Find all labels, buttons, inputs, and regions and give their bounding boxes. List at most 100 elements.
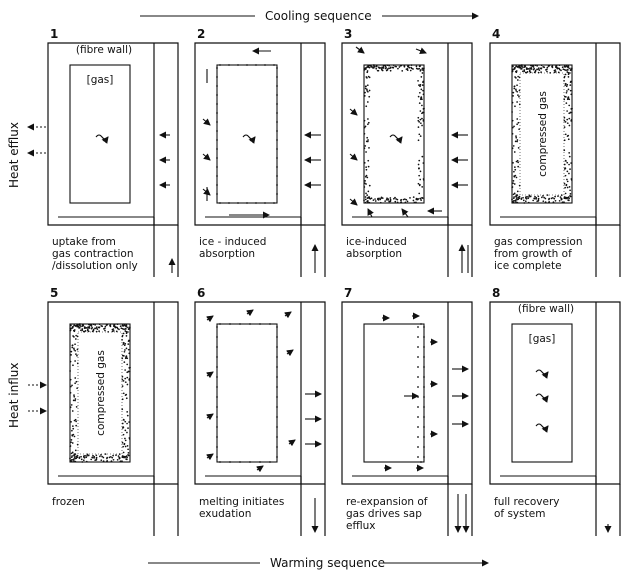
ice-dot — [567, 97, 569, 100]
ice-dot — [515, 197, 518, 199]
ice-dot — [69, 360, 72, 363]
ice-dots — [216, 323, 278, 463]
ice-dot — [95, 458, 98, 460]
gas-flow-squiggle — [535, 369, 549, 379]
ice-dot — [567, 73, 570, 76]
caption-line: absorption — [346, 248, 402, 260]
ice-dot — [73, 324, 76, 327]
ice-dot — [516, 190, 519, 193]
ice-dot — [514, 140, 517, 143]
ice-dot — [90, 458, 93, 461]
ice-dot — [528, 69, 531, 71]
ice-dot — [514, 105, 516, 108]
ice-dot — [216, 148, 218, 150]
ice-dot — [367, 201, 369, 204]
ice-dot — [560, 69, 562, 72]
ice-dot — [546, 194, 549, 196]
ice-dot — [514, 70, 517, 73]
ice-dot — [80, 325, 82, 328]
ice-dot — [89, 324, 92, 327]
caption-line: of system — [494, 508, 545, 520]
warming-sequence-label: Warming sequence — [270, 556, 385, 570]
ice-dot — [264, 202, 266, 204]
ice-dot — [123, 344, 126, 347]
fibre-wall-outline — [341, 301, 473, 485]
ice-dot — [127, 448, 129, 451]
ice-dot — [415, 201, 417, 204]
ice-dot — [365, 105, 368, 108]
panel-number: 5 — [50, 286, 58, 300]
ice-dot — [219, 323, 221, 325]
ice-dot — [95, 326, 98, 328]
ice-dot — [364, 87, 367, 90]
ice-dot — [422, 69, 424, 72]
ice-dot — [69, 378, 72, 381]
ice-dot — [419, 135, 422, 137]
ice-dot — [421, 117, 423, 120]
ice-dot — [420, 69, 422, 71]
ice-dot — [373, 65, 375, 67]
ice-dot — [366, 176, 369, 179]
ice-dot — [422, 93, 425, 96]
ice-dot — [512, 65, 514, 68]
ice-dot — [127, 454, 130, 457]
ice-dot — [566, 69, 569, 71]
ice-dot — [276, 346, 278, 348]
ice-dot — [513, 175, 516, 177]
ice-dot — [127, 326, 129, 329]
ice-dot — [229, 461, 231, 463]
ice-dot — [513, 125, 515, 128]
ice-dot — [537, 199, 540, 201]
ice-dot — [366, 76, 368, 79]
ice-dot — [123, 361, 126, 363]
ice-dot — [511, 147, 514, 150]
ice-dot — [83, 327, 86, 329]
ice-dot — [569, 189, 571, 192]
panel-number: 7 — [344, 286, 352, 300]
ice-dot — [385, 69, 388, 72]
ice-dot — [418, 67, 421, 70]
ice-dot — [74, 398, 77, 400]
ice-dot — [527, 201, 530, 204]
ice-dot — [276, 446, 278, 448]
ice-dot — [402, 198, 405, 201]
ice-dot — [511, 68, 514, 71]
ice-arrow — [415, 47, 427, 55]
ice-dot — [536, 68, 538, 71]
ice-dot — [216, 175, 218, 177]
ice-dot — [389, 199, 392, 202]
ice-dot — [418, 91, 421, 94]
ice-dot — [276, 67, 278, 69]
ice-dot — [515, 65, 518, 68]
ice-dot — [73, 460, 75, 462]
ice-dot — [128, 370, 131, 373]
exudation-arrow — [206, 453, 214, 461]
ice-dot — [219, 64, 221, 66]
ice-dot — [216, 416, 218, 418]
ice-dot — [86, 453, 89, 456]
ice-dot — [75, 406, 78, 408]
ice-dot — [392, 64, 395, 67]
ice-dot — [276, 406, 278, 408]
ice-dot — [269, 323, 271, 325]
ice-dot — [516, 140, 518, 143]
ice-dot — [121, 334, 124, 337]
ice-dot — [513, 68, 516, 70]
ice-dot — [544, 201, 547, 203]
ice-dot — [423, 366, 425, 368]
heat-influx-label: Heat influx — [7, 363, 21, 428]
ice-dot — [538, 69, 541, 71]
ice-dot — [533, 67, 535, 70]
ice-dot — [381, 197, 384, 199]
ice-dot — [554, 195, 556, 198]
ice-dot — [366, 200, 369, 202]
ice-dot — [518, 195, 521, 198]
ice-dot — [379, 198, 382, 201]
ice-dot — [522, 199, 525, 202]
ice-dot — [526, 195, 528, 198]
ice-dot — [255, 202, 257, 204]
ice-dot — [512, 182, 514, 185]
compressed-gas-label: compressed gas — [95, 350, 107, 436]
